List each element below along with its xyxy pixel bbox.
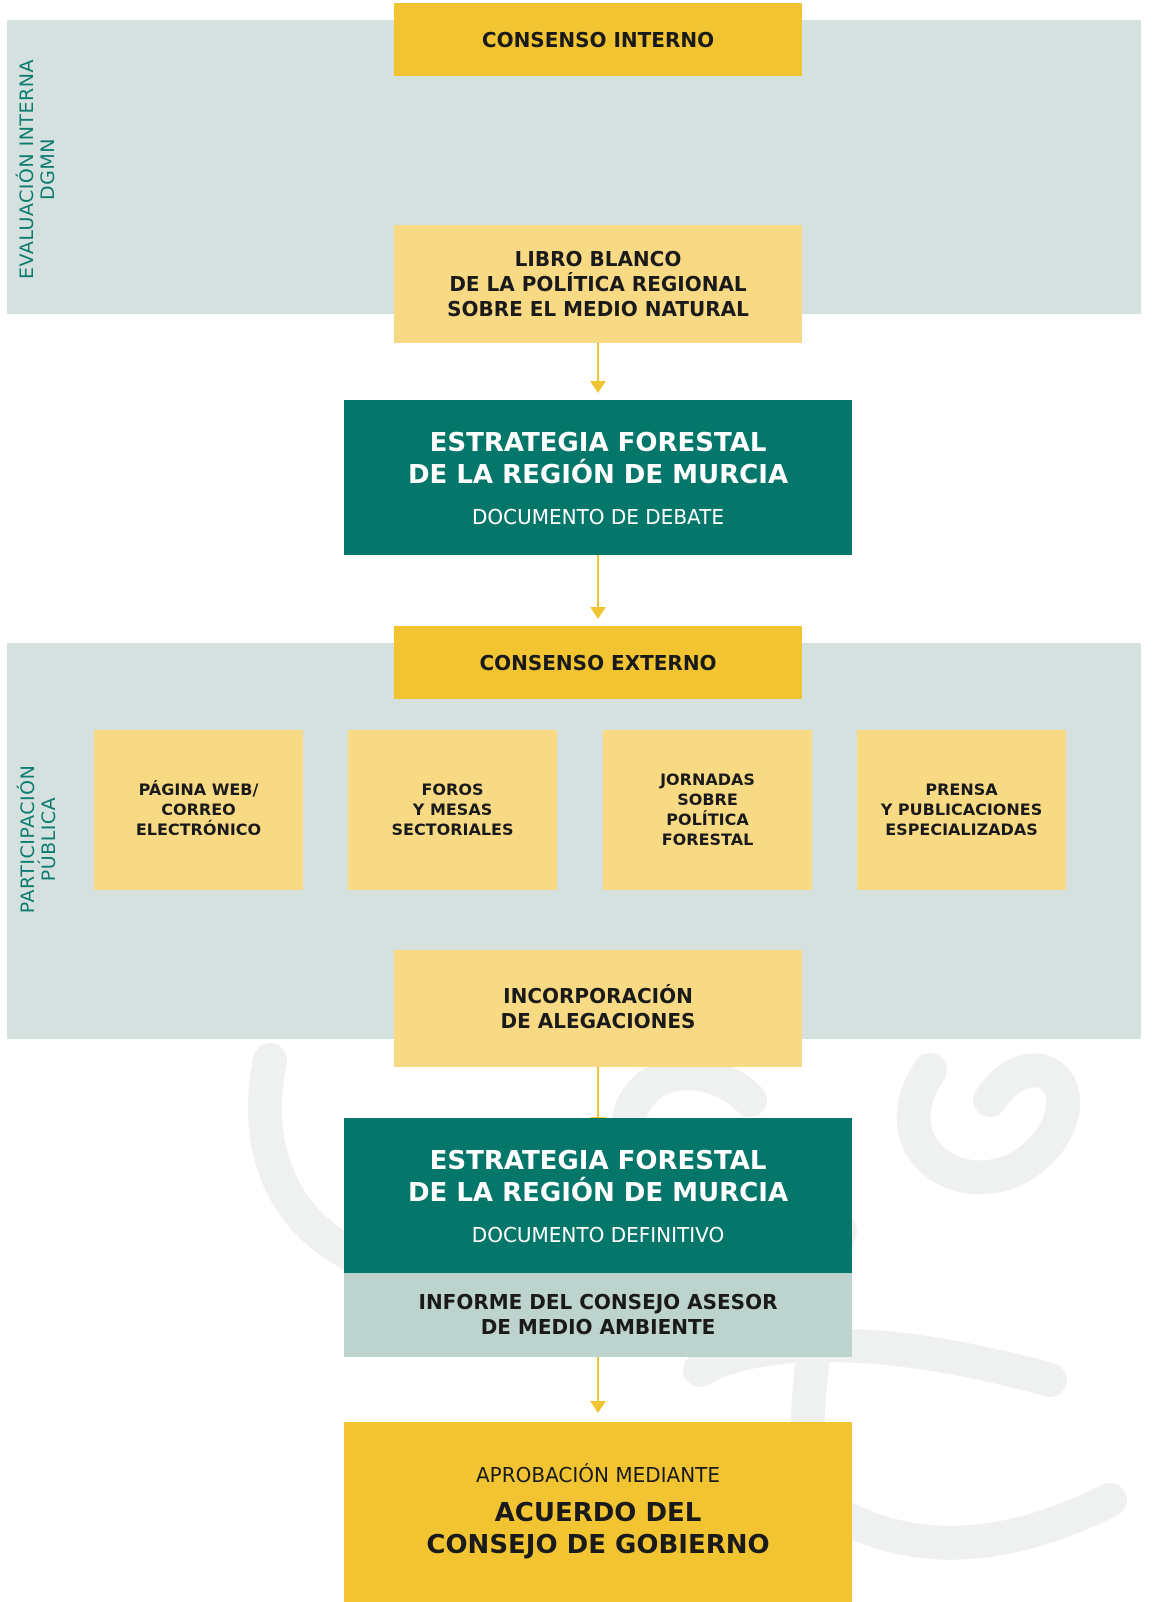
estrategia-debate-title2: DE LA REGIÓN DE MURCIA [407, 459, 789, 490]
channel-foros-box: FOROS Y MESAS SECTORIALES [348, 730, 557, 890]
incorporacion-box: INCORPORACIÓN DE ALEGACIONES [394, 950, 802, 1067]
channel-web-line2: CORREO [161, 800, 236, 819]
arrow-debate-to-consenso-externo [590, 555, 606, 619]
channel-jornadas-line2: SOBRE [677, 790, 738, 809]
public-label-line1: PARTICIPACIÓN [17, 764, 39, 914]
libro-blanco-box: LIBRO BLANCO DE LA POLÍTICA REGIONAL SOB… [394, 225, 802, 343]
channel-web-line3: ELECTRÓNICO [135, 820, 262, 839]
channel-foros-line1: FOROS [421, 780, 484, 799]
channel-prensa-line2: Y PUBLICACIONES [880, 800, 1043, 819]
channel-jornadas-line3: POLÍTICA [666, 810, 749, 829]
public-label-line2: PÚBLICA [38, 796, 60, 882]
channel-prensa-line3: ESPECIALIZADAS [885, 820, 1038, 839]
aprobacion-title1: ACUERDO DEL [494, 1498, 702, 1528]
aprobacion-title2: CONSEJO DE GOBIERNO [426, 1530, 770, 1560]
consenso-externo-box: CONSENSO EXTERNO [394, 626, 802, 699]
consenso-externo-text: CONSENSO EXTERNO [479, 650, 717, 675]
incorporacion-line2: DE ALEGACIONES [500, 1008, 696, 1033]
incorporacion-line1: INCORPORACIÓN [503, 983, 693, 1008]
channel-jornadas-line4: FORESTAL [661, 830, 754, 849]
arrow-libro-to-debate [590, 343, 606, 393]
public-participation-label: PARTICIPACIÓN PÚBLICA [17, 749, 62, 929]
informe-line2: DE MEDIO AMBIENTE [480, 1315, 716, 1339]
estrategia-debate-subtitle: DOCUMENTO DE DEBATE [471, 504, 725, 529]
estrategia-debate-box: ESTRATEGIA FORESTAL DE LA REGIÓN DE MURC… [344, 400, 852, 555]
estrategia-definitivo-title2: DE LA REGIÓN DE MURCIA [407, 1177, 789, 1208]
aprobacion-box: APROBACIÓN MEDIANTE ACUERDO DEL CONSEJO … [344, 1422, 852, 1602]
internal-label-line1: EVALUACIÓN INTERNA [16, 59, 38, 279]
internal-evaluation-label: EVALUACIÓN INTERNA DGMN [16, 49, 61, 289]
channel-foros-line3: SECTORIALES [391, 820, 514, 839]
libro-blanco-line1: LIBRO BLANCO [514, 246, 682, 271]
consenso-interno-text: CONSENSO INTERNO [481, 27, 715, 52]
channel-foros-line2: Y MESAS [412, 800, 493, 819]
libro-blanco-line3: SOBRE EL MEDIO NATURAL [447, 296, 749, 321]
libro-blanco-line2: DE LA POLÍTICA REGIONAL [449, 271, 747, 296]
channel-jornadas-line1: JORNADAS [660, 770, 755, 789]
informe-line1: INFORME DEL CONSEJO ASESOR [418, 1290, 778, 1314]
estrategia-definitivo-box: ESTRATEGIA FORESTAL DE LA REGIÓN DE MURC… [344, 1118, 852, 1273]
channel-jornadas-box: JORNADAS SOBRE POLÍTICA FORESTAL [603, 730, 812, 890]
internal-label-line2: DGMN [37, 138, 59, 200]
consenso-interno-box: CONSENSO INTERNO [394, 3, 802, 76]
estrategia-debate-title1: ESTRATEGIA FORESTAL [429, 427, 767, 458]
aprobacion-pre: APROBACIÓN MEDIANTE [475, 1463, 721, 1487]
informe-box: INFORME DEL CONSEJO ASESOR DE MEDIO AMBI… [344, 1273, 852, 1357]
channel-web-box: PÁGINA WEB/ CORREO ELECTRÓNICO [94, 730, 303, 890]
channel-web-line1: PÁGINA WEB/ [138, 780, 259, 799]
channel-prensa-box: PRENSA Y PUBLICACIONES ESPECIALIZADAS [857, 730, 1066, 890]
arrow-informe-to-aprobacion [590, 1357, 606, 1413]
estrategia-definitivo-title1: ESTRATEGIA FORESTAL [429, 1145, 767, 1176]
channel-prensa-line1: PRENSA [925, 780, 998, 799]
estrategia-definitivo-subtitle: DOCUMENTO DEFINITIVO [471, 1222, 725, 1247]
